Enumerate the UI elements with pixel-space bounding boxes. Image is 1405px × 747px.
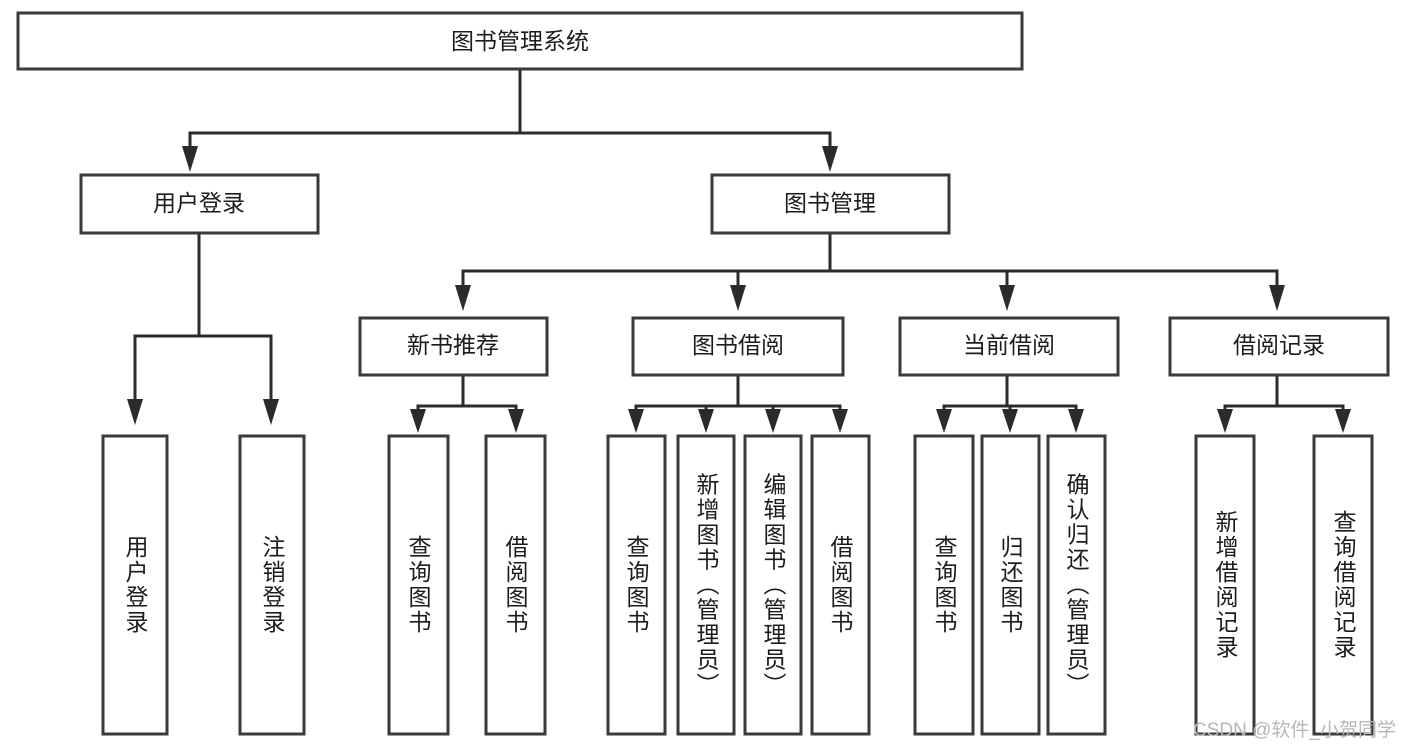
arrow-head-leaf-confirm-return	[1068, 409, 1084, 433]
node-user-login-box[interactable]	[79, 173, 320, 235]
arrow-head-leaf-query-book-1	[410, 409, 426, 433]
arrow-head-leaf-user-login	[127, 399, 143, 425]
arrow-head-leaf-query-book-3	[936, 409, 952, 433]
node-root[interactable]: 图书管理系统	[16, 11, 1024, 71]
node-borrow-record-label: 借阅记录	[1233, 332, 1325, 358]
arrow-head-leaf-query-book-2	[628, 409, 644, 433]
node-leaf-add-record-label: 新增借阅记录	[1212, 510, 1239, 660]
node-leaf-query-record-label: 查询借阅记录	[1330, 510, 1357, 660]
arrow-head-user-login	[182, 146, 198, 172]
arrow-head-new-book-recommend	[455, 285, 471, 311]
node-new-book-recommend-box[interactable]	[358, 316, 549, 377]
node-new-book-recommend-label: 新书推荐	[407, 332, 499, 358]
node-borrow-record-box[interactable]	[1168, 316, 1390, 377]
arrow-head-leaf-query-record	[1335, 409, 1351, 433]
node-leaf-add-book-label: 新增图书（管理员）	[693, 473, 720, 698]
node-book-manage[interactable]: 图书管理	[710, 173, 951, 235]
node-leaf-edit-book[interactable]: 编辑图书（管理员）	[743, 434, 803, 736]
connector-group-book-manage	[455, 231, 1285, 311]
node-leaf-confirm-return[interactable]: 确认归还（管理员）	[1046, 434, 1107, 736]
arrow-head-leaf-borrow-book-1	[508, 409, 524, 433]
node-leaf-add-record[interactable]: 新增借阅记录	[1194, 434, 1256, 736]
node-leaf-query-record[interactable]: 查询借阅记录	[1312, 434, 1374, 736]
connector-group-root	[182, 67, 838, 172]
node-leaf-query-book-2-label: 查询图书	[623, 535, 650, 635]
arrow-head-leaf-add-record	[1217, 409, 1233, 433]
node-root-label: 图书管理系统	[451, 28, 589, 54]
node-leaf-query-book-3[interactable]: 查询图书	[913, 434, 975, 736]
node-leaf-user-logout-box[interactable]	[238, 434, 306, 736]
arrow-head-current-borrow	[999, 285, 1015, 311]
node-leaf-return-book-label: 归还图书	[997, 535, 1024, 635]
node-book-borrow-box[interactable]	[631, 316, 845, 377]
node-leaf-borrow-book-1-label: 借阅图书	[502, 535, 529, 635]
node-current-borrow-box[interactable]	[898, 316, 1120, 377]
node-book-borrow[interactable]: 图书借阅	[631, 316, 845, 377]
arrow-head-book-manage	[822, 146, 838, 172]
node-current-borrow[interactable]: 当前借阅	[898, 316, 1120, 377]
node-leaf-add-book-box[interactable]	[676, 434, 736, 736]
connector-group-book-borrow	[628, 373, 848, 433]
node-leaf-query-book-3-label: 查询图书	[931, 535, 958, 635]
node-leaf-query-book-2-box[interactable]	[606, 434, 667, 736]
node-leaf-user-logout-label: 注销登录	[259, 535, 286, 635]
arrow-head-leaf-return-book	[1002, 409, 1018, 433]
node-leaf-borrow-book-2-box[interactable]	[810, 434, 871, 736]
node-current-borrow-label: 当前借阅	[963, 332, 1055, 358]
node-user-login-label: 用户登录	[153, 190, 245, 216]
node-book-manage-box[interactable]	[710, 173, 951, 235]
node-leaf-edit-book-box[interactable]	[743, 434, 803, 736]
node-leaf-user-login-label: 用户登录	[122, 535, 149, 635]
arrow-head-borrow-record	[1269, 285, 1285, 311]
node-leaf-add-book[interactable]: 新增图书（管理员）	[676, 434, 736, 736]
arrow-head-book-borrow	[730, 285, 746, 311]
node-leaf-borrow-book-2-label: 借阅图书	[827, 535, 854, 635]
node-leaf-query-book-1[interactable]: 查询图书	[387, 434, 450, 736]
node-leaf-confirm-return-box[interactable]	[1046, 434, 1107, 736]
node-new-book-recommend[interactable]: 新书推荐	[358, 316, 549, 377]
node-book-borrow-label: 图书借阅	[692, 332, 784, 358]
node-leaf-borrow-book-1-box[interactable]	[484, 434, 547, 736]
watermark-label: CSDN @软件_小贺同学	[1193, 719, 1396, 741]
arrow-head-leaf-add-book	[698, 409, 714, 433]
node-leaf-user-logout[interactable]: 注销登录	[238, 434, 306, 736]
node-leaf-query-book-2[interactable]: 查询图书	[606, 434, 667, 736]
arrow-head-leaf-user-logout	[263, 399, 279, 425]
node-leaf-user-login[interactable]: 用户登录	[101, 434, 169, 736]
connector-group-new-book-recommend	[410, 373, 524, 433]
node-leaf-confirm-return-label: 确认归还（管理员）	[1063, 473, 1090, 698]
connector-group-borrow-record	[1217, 373, 1351, 433]
node-leaf-edit-book-label: 编辑图书（管理员）	[760, 473, 787, 698]
node-leaf-borrow-book-1[interactable]: 借阅图书	[484, 434, 547, 736]
node-leaf-return-book-box[interactable]	[980, 434, 1041, 736]
node-leaf-add-record-box[interactable]	[1194, 434, 1256, 736]
node-leaf-return-book[interactable]: 归还图书	[980, 434, 1041, 736]
connector-group-user-login	[127, 231, 279, 425]
arrow-head-leaf-edit-book	[765, 409, 781, 433]
node-leaf-borrow-book-2[interactable]: 借阅图书	[810, 434, 871, 736]
node-leaf-user-login-box[interactable]	[101, 434, 169, 736]
node-borrow-record[interactable]: 借阅记录	[1168, 316, 1390, 377]
node-leaf-query-book-1-box[interactable]	[387, 434, 450, 736]
node-user-login[interactable]: 用户登录	[79, 173, 320, 235]
node-leaf-query-book-1-label: 查询图书	[405, 535, 432, 635]
connector-group-current-borrow	[936, 373, 1084, 433]
node-root-box[interactable]	[16, 11, 1024, 71]
arrow-head-leaf-borrow-book-2	[832, 409, 848, 433]
node-leaf-query-book-3-box[interactable]	[913, 434, 975, 736]
node-leaf-query-record-box[interactable]	[1312, 434, 1374, 736]
node-book-manage-label: 图书管理	[784, 190, 876, 216]
